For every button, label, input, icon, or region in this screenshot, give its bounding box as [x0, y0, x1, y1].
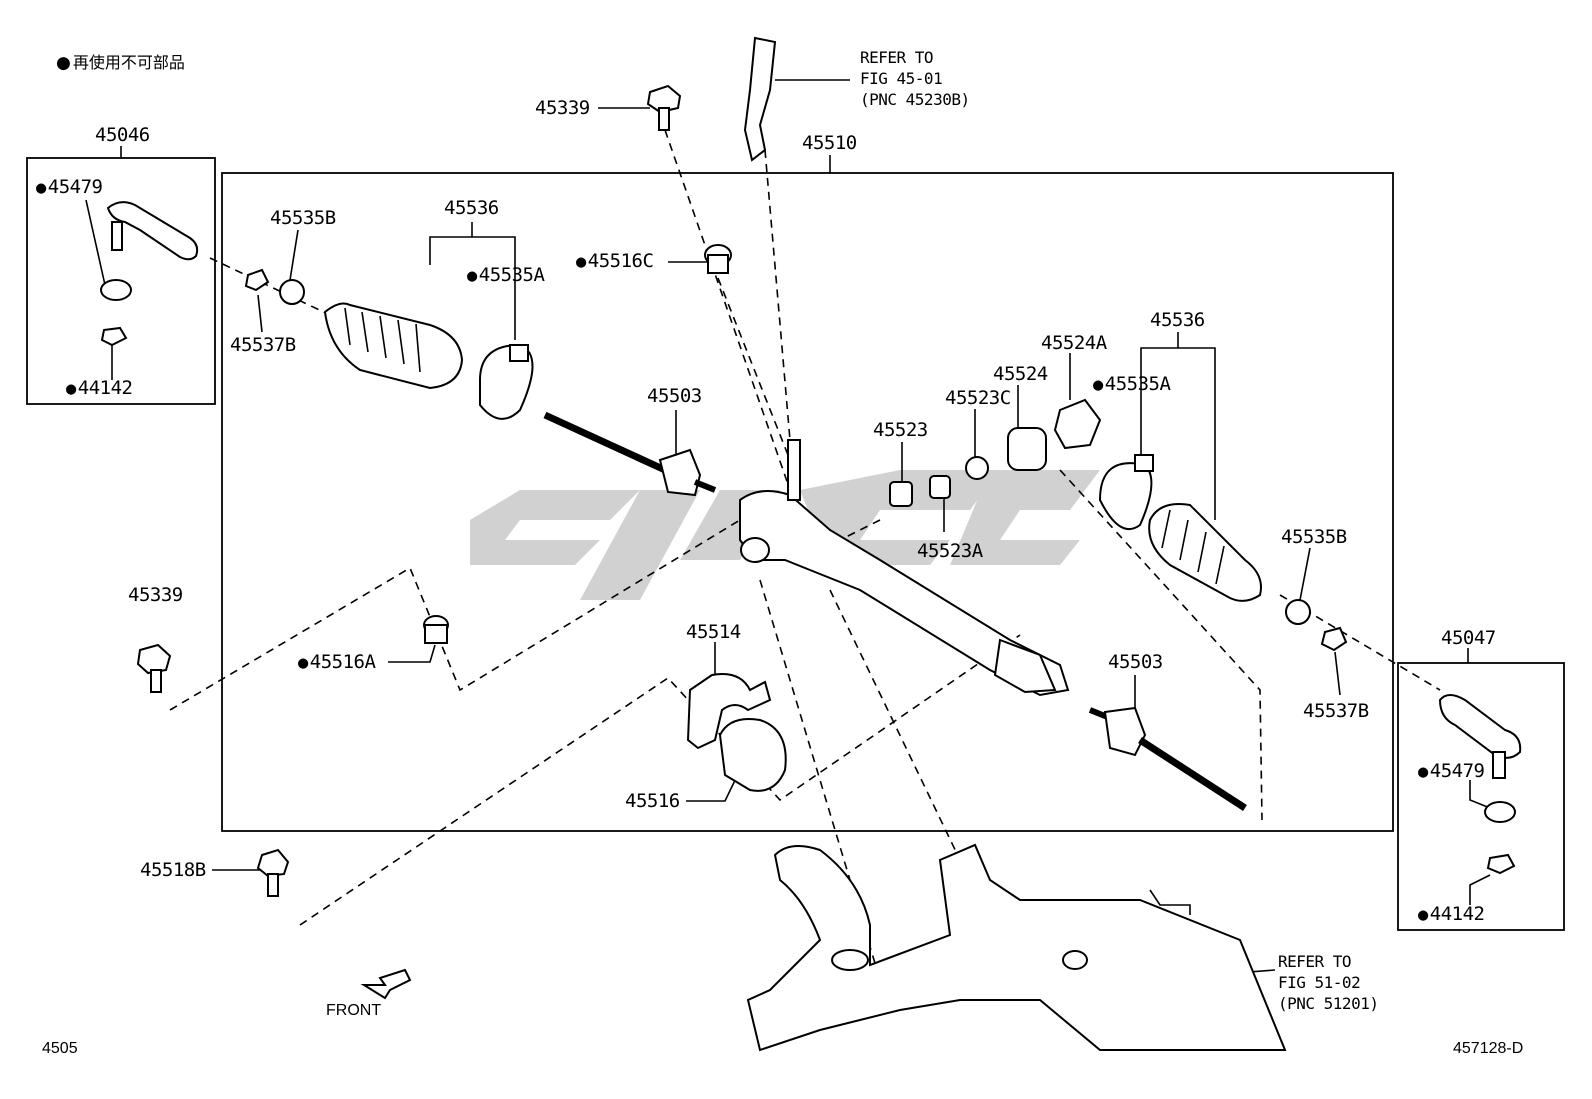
label-45516c: 45516C: [576, 251, 654, 273]
bolt-45339-top-icon: [646, 84, 682, 131]
label-45503-left: 45503: [647, 385, 702, 407]
label-45339-top: 45339: [535, 97, 590, 119]
rack-boot-right-icon: [1098, 454, 1348, 652]
assembly-box-45047: [1397, 662, 1565, 931]
label-45046: 45046: [95, 124, 150, 146]
bolt-45339-left-icon: [136, 643, 172, 693]
page-code: 4505: [42, 1040, 78, 1057]
legend-non-reusable-parts: 再使用不可部品: [56, 52, 185, 74]
rack-boot-left-icon: [323, 302, 534, 420]
bushing-45516a-icon: [423, 615, 449, 644]
inner-tie-rod-left-icon: [543, 411, 717, 497]
label-45339-left: 45339: [128, 584, 183, 606]
bolt-45518b-icon: [256, 848, 290, 897]
label-45047: 45047: [1441, 627, 1496, 649]
reference-crossmember-line3: (PNC 51201): [1278, 994, 1379, 1013]
label-45479-left: 45479: [36, 177, 103, 199]
label-45514: 45514: [686, 621, 741, 643]
label-44142-right: 44142: [1418, 904, 1485, 926]
reference-crossmember-line2: FIG 51-02: [1278, 973, 1361, 992]
tie-rod-end-left-icon: [100, 201, 199, 347]
leader-lines: [85, 79, 1491, 976]
label-45523a: 45523A: [917, 540, 983, 562]
label-45524: 45524: [993, 363, 1048, 385]
bearing-parts-icon: [889, 398, 1102, 507]
reference-steering-column-line3: (PNC 45230B): [860, 90, 970, 109]
crossmember-icon: [746, 843, 1287, 1052]
front-direction-label: FRONT: [326, 1002, 382, 1019]
reference-steering-column-line2: FIG 45-01: [860, 69, 943, 88]
reference-steering-column-line1: REFER TO: [860, 48, 934, 67]
rack-housing-icon: [739, 439, 1070, 697]
label-45503-right: 45503: [1108, 651, 1163, 673]
nut-45537b-left-icon: [244, 268, 305, 305]
label-45537b-right: 45537B: [1303, 700, 1369, 722]
label-45524a: 45524A: [1041, 332, 1107, 354]
bracket-45514-icon: [686, 673, 787, 792]
bushing-45516c-icon: [704, 244, 732, 274]
label-45535b-right: 45535B: [1281, 526, 1347, 548]
label-45523: 45523: [873, 419, 928, 441]
label-45510: 45510: [802, 132, 857, 154]
assembly-box-45510: [221, 172, 1394, 832]
label-45535a-right: 45535A: [1093, 374, 1171, 396]
front-arrow-icon: [360, 968, 412, 1000]
label-44142-left: 44142: [66, 378, 133, 400]
reference-crossmember: REFER TO FIG 51-02 (PNC 51201): [1278, 951, 1379, 1014]
steering-column-joint-icon: [743, 36, 777, 162]
label-45523c: 45523C: [945, 387, 1011, 409]
label-45535a-left: 45535A: [467, 265, 545, 287]
label-45479-right: 45479: [1418, 761, 1485, 783]
inner-tie-rod-right-icon: [1088, 706, 1247, 811]
reference-steering-column: REFER TO FIG 45-01 (PNC 45230B): [860, 47, 970, 110]
label-45518b: 45518B: [140, 859, 206, 881]
label-45537b-left: 45537B: [230, 334, 296, 356]
figure-code: 457128-D: [1453, 1040, 1524, 1057]
label-45536-left: 45536: [444, 197, 499, 219]
label-45535b-left: 45535B: [270, 207, 336, 229]
label-45516: 45516: [625, 790, 680, 812]
label-45536-right: 45536: [1150, 309, 1205, 331]
reference-crossmember-line1: REFER TO: [1278, 952, 1352, 971]
tie-rod-end-right-icon: [1438, 694, 1522, 875]
label-45516a: 45516A: [298, 652, 376, 674]
